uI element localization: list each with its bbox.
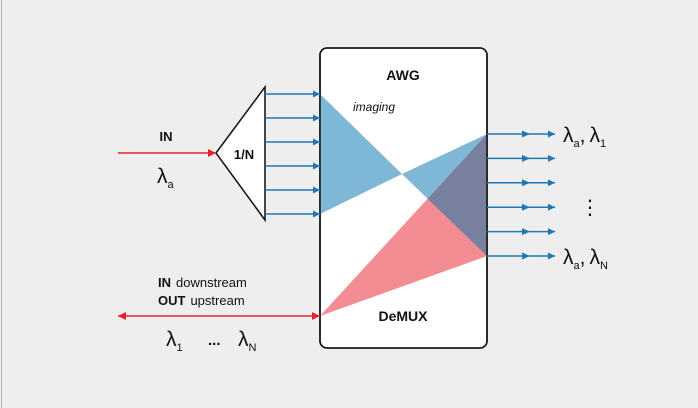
upstream-text: upstream <box>190 293 244 308</box>
input-wavelength: λa <box>157 165 175 191</box>
output-port-mid-arrowhead <box>522 130 530 138</box>
output-port-mid-arrowhead <box>522 252 530 260</box>
output-port-mid-arrowhead <box>522 228 530 236</box>
splitter-label: 1/N <box>234 147 254 162</box>
lambda-last: λN <box>238 328 257 354</box>
output-port-mid-arrowhead <box>522 154 530 162</box>
upstream-label: OUT upstream <box>158 293 245 308</box>
splitter-triangle <box>215 84 266 223</box>
lambda-subscript: 1 <box>600 138 606 150</box>
lambda-subscript: a <box>574 138 581 150</box>
lambda-subscript: N <box>600 260 608 272</box>
lambda-symbol: λ <box>589 246 600 269</box>
lambda-subscript: a <box>574 260 581 272</box>
beam-group <box>320 94 487 316</box>
output-port-mid-arrowhead <box>522 179 530 187</box>
downstream-label: IN downstream <box>158 275 247 290</box>
output-label-last: λa,λN <box>563 246 608 272</box>
lambda-ellipsis: ... <box>208 332 221 349</box>
output-port-mid-arrowhead <box>522 203 530 211</box>
awg-output-arrows <box>487 130 555 260</box>
splitter-output-arrows <box>265 90 320 218</box>
in-bold: IN <box>158 275 171 290</box>
awg-title: AWG <box>386 67 420 83</box>
lambda-symbol: λ <box>238 328 249 351</box>
demux-label: DeMUX <box>378 308 428 324</box>
beam-overlap-region <box>427 134 487 256</box>
lambda-symbol: λ <box>157 165 168 188</box>
lambda-symbol: λ <box>589 124 600 147</box>
imaging-label: imaging <box>353 100 395 114</box>
lambda-first: λ1 <box>166 328 183 354</box>
lambda-symbol: λ <box>563 124 574 147</box>
downstream-text: downstream <box>176 275 247 290</box>
lambda-subscript: a <box>168 179 175 191</box>
separator: , <box>580 246 586 269</box>
input-label: IN <box>160 129 173 144</box>
blue-beam-input-wedge <box>320 94 402 214</box>
separator: , <box>580 124 586 147</box>
awg-box-border <box>319 47 488 349</box>
out-bold: OUT <box>158 293 186 308</box>
lambda-symbol: λ <box>166 328 177 351</box>
lambda-subscript: 1 <box>177 342 183 354</box>
output-label-first: λa,λ1 <box>563 124 606 150</box>
vertical-ellipsis: ⋮ <box>580 197 600 219</box>
red-beam-wedge <box>320 134 487 316</box>
lambda-subscript: N <box>249 342 257 354</box>
lambda-symbol: λ <box>563 246 574 269</box>
